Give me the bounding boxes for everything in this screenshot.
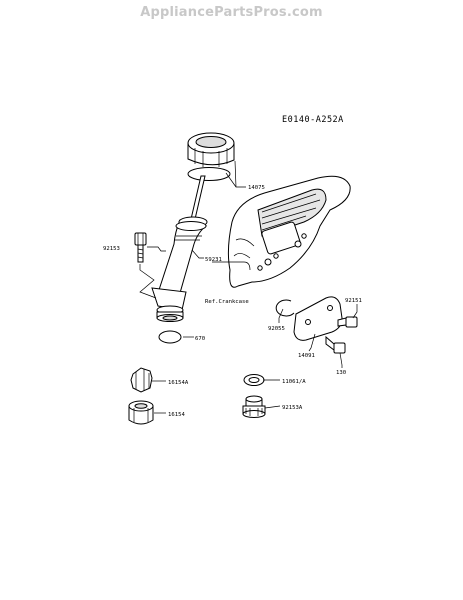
- label-14091: 14091: [298, 353, 315, 359]
- plug-92153a: [242, 395, 266, 418]
- bolt-leader-line: [139, 264, 157, 299]
- leader-lines: [147, 160, 358, 414]
- label-ref-crankcase: Ref.Crankcase: [205, 299, 249, 305]
- plug-16154a: [130, 367, 153, 393]
- bolt-92151: [337, 316, 358, 328]
- label-92151: 92151: [345, 298, 362, 304]
- bolt-130: [325, 335, 346, 354]
- oil-gauge-cap: [187, 132, 235, 167]
- oil-gauge-o-ring: [187, 167, 231, 181]
- label-16154: 16154: [168, 412, 185, 418]
- label-130: 130: [336, 370, 346, 376]
- watermark: AppliancePartsPros.com: [140, 5, 323, 20]
- label-92153: 92153: [103, 246, 120, 252]
- label-670: 670: [195, 336, 205, 342]
- plate-14091: [293, 296, 343, 341]
- plug-16154: [128, 400, 154, 425]
- oil-filler-tube: [151, 216, 208, 322]
- label-92153a: 92153A: [282, 405, 303, 411]
- label-11061a: 11061/A: [282, 379, 306, 385]
- diagram-code: E0140-A252A: [282, 115, 344, 125]
- retaining-ring-92055: [275, 299, 295, 317]
- bolt-92153: [134, 232, 147, 263]
- label-14075: 14075: [248, 185, 265, 191]
- label-59231: 59231: [205, 257, 222, 263]
- o-ring-670: [158, 330, 182, 344]
- washer-11061a: [243, 374, 265, 386]
- label-16154a: 16154A: [168, 380, 189, 386]
- label-92055: 92055: [268, 326, 285, 332]
- crankcase-reference: [212, 175, 351, 288]
